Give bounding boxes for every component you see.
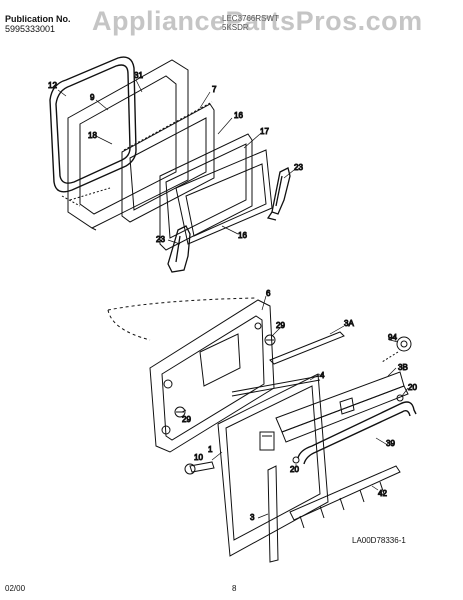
label-6: 6 bbox=[266, 289, 271, 298]
screw-10 bbox=[184, 461, 215, 475]
screw-20-lower bbox=[292, 456, 300, 464]
label-4: 4 bbox=[320, 371, 325, 380]
bottom-trim-42 bbox=[289, 465, 401, 529]
leader-lines bbox=[57, 79, 409, 519]
bracket-small bbox=[339, 397, 355, 415]
label-9: 9 bbox=[90, 93, 95, 102]
label-16-lower: 16 bbox=[238, 231, 247, 240]
model-number: LEC3766RSWT 5KSDR bbox=[222, 14, 279, 32]
label-23-left: 23 bbox=[156, 235, 165, 244]
door-liner-frame bbox=[67, 59, 189, 231]
label-3A: 3A bbox=[344, 319, 354, 328]
door-glass-window bbox=[217, 373, 329, 557]
label-42: 42 bbox=[378, 489, 387, 498]
publication-number: 5995333001 bbox=[5, 24, 56, 34]
door-hinge-right bbox=[266, 167, 291, 221]
label-20-right: 20 bbox=[408, 383, 417, 392]
door-glass-panel bbox=[159, 133, 253, 251]
label-23-right: 23 bbox=[294, 163, 303, 172]
assembly-connector-line bbox=[107, 297, 257, 311]
side-trim-3 bbox=[267, 465, 279, 563]
fastener-29-upper bbox=[264, 334, 276, 346]
door-handle bbox=[297, 401, 417, 465]
label-17: 17 bbox=[260, 127, 269, 136]
model-line-1: LEC3766RSWT bbox=[222, 14, 279, 23]
screw-20-right bbox=[396, 394, 404, 402]
label-31: 31 bbox=[134, 71, 143, 80]
trim-strip-4 bbox=[231, 375, 321, 397]
handle-mount-bar bbox=[275, 371, 409, 443]
screw-94 bbox=[381, 336, 412, 363]
label-18: 18 bbox=[88, 131, 97, 140]
label-16-upper: 16 bbox=[234, 111, 243, 120]
label-20-lower: 20 bbox=[290, 465, 299, 474]
door-gasket bbox=[49, 56, 137, 193]
model-line-2: 5KSDR bbox=[222, 23, 249, 32]
watermark: AppliancePartsPros.com bbox=[92, 6, 423, 36]
door-hinge-left bbox=[167, 225, 191, 273]
label-29-upper: 29 bbox=[276, 321, 285, 330]
footer-date: 02/00 bbox=[5, 584, 26, 593]
hinge-bracket bbox=[259, 431, 275, 451]
diagram-code: LA00D78336-1 bbox=[352, 536, 406, 545]
label-10: 10 bbox=[194, 453, 203, 462]
label-1: 1 bbox=[208, 445, 213, 454]
trim-strip-3A bbox=[269, 331, 345, 365]
outer-door-panel bbox=[149, 299, 275, 453]
label-39: 39 bbox=[386, 439, 395, 448]
label-12: 12 bbox=[48, 81, 57, 90]
label-3B: 3B bbox=[398, 363, 408, 372]
label-29-lower: 29 bbox=[182, 415, 191, 424]
page-number: 8 bbox=[232, 584, 237, 593]
glass-pack-frame bbox=[121, 101, 215, 223]
label-94: 94 bbox=[388, 333, 397, 342]
publication-label: Publication No. bbox=[5, 14, 71, 24]
inner-glass-panel bbox=[175, 149, 273, 245]
label-7: 7 bbox=[212, 85, 217, 94]
label-3: 3 bbox=[250, 513, 255, 522]
